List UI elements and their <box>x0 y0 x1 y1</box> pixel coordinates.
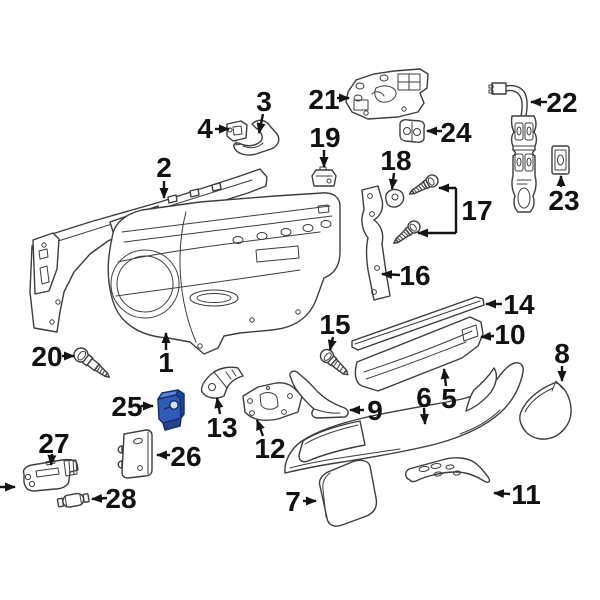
callout-label-16[interactable]: 16 <box>399 260 430 291</box>
part-17-screws[interactable] <box>390 173 440 248</box>
callout-label-10[interactable]: 10 <box>494 319 525 350</box>
callout-label-7[interactable]: 7 <box>285 486 301 517</box>
callout-label-4[interactable]: 4 <box>197 113 213 144</box>
callout-label-8[interactable]: 8 <box>554 338 570 369</box>
part-24-socket-clip[interactable] <box>399 119 426 143</box>
callout-label-5[interactable]: 5 <box>441 383 457 414</box>
callout-label-28[interactable]: 28 <box>105 483 136 514</box>
callout-label-14[interactable]: 14 <box>503 289 535 320</box>
part-3-door-pull-handle[interactable] <box>233 119 280 156</box>
part-1-door-trim-panel[interactable] <box>107 192 341 355</box>
callout-label-6[interactable]: 6 <box>416 382 432 413</box>
part-23-switch[interactable] <box>551 145 570 175</box>
callout-label-1[interactable]: 1 <box>158 347 174 378</box>
callout-label-24[interactable]: 24 <box>440 117 472 148</box>
callout-label-26[interactable]: 26 <box>170 441 201 472</box>
callout-label-2[interactable]: 2 <box>156 152 172 183</box>
part-11-sill-strip[interactable] <box>405 457 491 483</box>
part-27-courtesy-lamp[interactable] <box>22 458 79 492</box>
callout-label-20[interactable]: 20 <box>31 341 62 372</box>
callout-label-12[interactable]: 12 <box>254 433 285 464</box>
part-25-front-face <box>157 394 182 424</box>
part-18-grommet[interactable] <box>384 188 405 208</box>
part-7-pocket-cover[interactable] <box>318 459 378 527</box>
callout-label-22[interactable]: 22 <box>546 87 577 118</box>
callout-label-21[interactable]: 21 <box>308 84 339 115</box>
part-4-handle-clip[interactable] <box>226 120 248 146</box>
part-21-switch-module[interactable] <box>345 68 429 120</box>
part-25-highlighted-clip[interactable] <box>157 389 185 431</box>
callout-label-15[interactable]: 15 <box>319 309 350 340</box>
part-12-gasket-plate[interactable] <box>242 382 303 421</box>
part-22-window-switch-pack[interactable] <box>488 82 538 213</box>
part-13-corner-bracket[interactable] <box>200 366 244 399</box>
part-8-triangle-cover[interactable] <box>519 380 572 440</box>
callout-arrows <box>0 93 567 506</box>
part-15-screw[interactable] <box>318 347 352 380</box>
part-14-belt-strip[interactable] <box>351 296 485 351</box>
callout-label-13[interactable]: 13 <box>206 412 237 443</box>
callout-label-19[interactable]: 19 <box>309 122 340 153</box>
callout-label-18[interactable]: 18 <box>380 145 411 176</box>
part-16-trim-strip[interactable] <box>361 185 391 301</box>
part-19-clip[interactable] <box>311 166 337 187</box>
callout-label-17[interactable]: 17 <box>461 195 492 226</box>
callout-label-25[interactable]: 25 <box>111 391 142 422</box>
part-9-pull-handle[interactable] <box>289 370 349 419</box>
callout-label-3[interactable]: 3 <box>256 86 272 117</box>
callout-label-9[interactable]: 9 <box>367 395 383 426</box>
callout-labels: 1 2 3 4 5 6 7 8 9 10 11 12 13 14 15 16 1… <box>31 84 579 517</box>
part-26-bracket-plate[interactable] <box>117 429 153 479</box>
callout-label-27[interactable]: 27 <box>38 428 69 459</box>
callout-label-23[interactable]: 23 <box>548 185 579 216</box>
callout-label-11[interactable]: 11 <box>511 479 541 510</box>
part-6-lower-trim-panel[interactable] <box>284 362 524 474</box>
part-28-bulb[interactable] <box>56 492 90 509</box>
part-20-fastener[interactable] <box>71 345 114 383</box>
